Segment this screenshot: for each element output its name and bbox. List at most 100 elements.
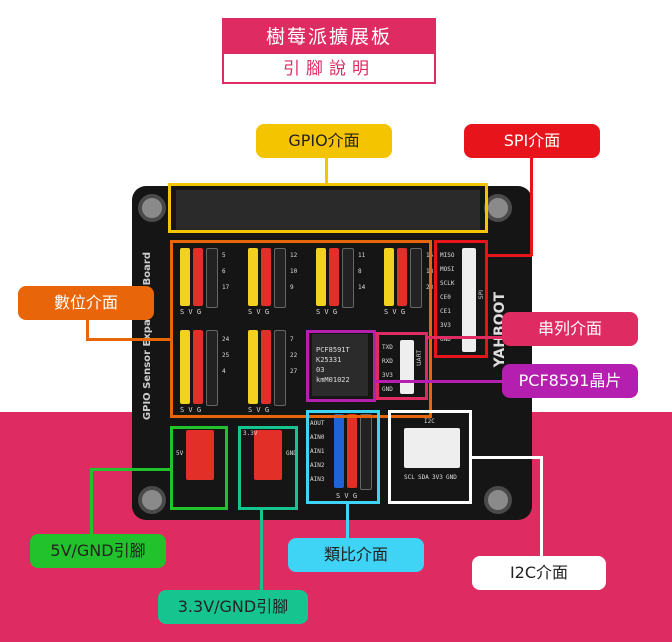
- serial-pin-label: RXD: [382, 358, 393, 365]
- pcf8591-chip-label: PCF8591晶片: [502, 364, 638, 398]
- svg-label: S V G: [248, 406, 270, 414]
- pin-number: 6: [222, 268, 226, 275]
- digital-pin-bank: [193, 330, 203, 404]
- digital-pin-bank: [206, 330, 218, 406]
- digital-pin-bank: [274, 248, 286, 308]
- digital-pin-bank: [397, 248, 407, 306]
- digital-pin-bank: [206, 248, 218, 308]
- serial-pin-label: 3V3: [382, 372, 393, 379]
- svg-label: S V G: [180, 406, 202, 414]
- digital-pin-bank: [329, 248, 339, 306]
- digital-highlight: [170, 240, 432, 418]
- 3v3-pin-bank: [254, 430, 282, 480]
- chip-text: PCF8591T: [316, 346, 350, 354]
- analog-pin-bank: [347, 414, 357, 488]
- mount-hole-icon: [484, 486, 512, 514]
- spi-interface-label: SPI介面: [464, 124, 600, 158]
- 3v3-gnd-pins-label: 3.3V/GND引腳: [158, 590, 308, 624]
- pin-number: 9: [290, 284, 294, 291]
- pcf-highlight: [306, 330, 376, 402]
- connector-line: [90, 468, 93, 536]
- digital-interface-label: 數位介面: [18, 286, 154, 320]
- page-subtitle: 引腳說明: [283, 59, 375, 79]
- i2c-interface-label: I2C介面: [472, 556, 606, 590]
- pin-number: 25: [222, 352, 230, 359]
- gpio-highlight: [168, 183, 488, 233]
- serial-pin-label: TXD: [382, 344, 393, 351]
- spi-pin-label: 3V3: [440, 322, 451, 329]
- mount-hole-icon: [138, 486, 166, 514]
- 5v-gnd-pins-label: 5V/GND引腳: [30, 534, 166, 568]
- pin-number: 11: [358, 252, 366, 259]
- i2c-highlight: [388, 410, 472, 504]
- digital-pin-bank: [248, 330, 258, 404]
- digital-pin-bank: [180, 248, 190, 306]
- board-name: GPIO Sensor Expansion Board: [142, 252, 153, 421]
- chip-text: kmM01022: [316, 376, 350, 384]
- 3v3-highlight: [238, 426, 298, 510]
- svg-label: S V G: [316, 308, 338, 316]
- pin-number: 12: [290, 252, 298, 259]
- connector-line: [86, 316, 89, 340]
- gnd-tag: GND: [286, 450, 297, 457]
- gpio-header: [176, 190, 480, 230]
- pin-number: 5: [222, 252, 226, 259]
- connector-line: [376, 380, 506, 383]
- svg-label: S V G: [248, 308, 270, 316]
- digital-pin-bank: [342, 248, 354, 308]
- connector-line: [470, 456, 542, 459]
- analog-pin-bank: [334, 414, 344, 488]
- 5v-tag: 5V: [176, 450, 184, 457]
- pin-number: 17: [222, 284, 230, 291]
- mount-hole-icon: [484, 194, 512, 222]
- digital-pin-bank: [180, 330, 190, 404]
- digital-pin-bank: [384, 248, 394, 306]
- 5v-pin-bank: [186, 430, 214, 480]
- pcf8591-chip: [312, 334, 368, 396]
- connector-line: [325, 156, 328, 184]
- analog-pin-bank: [360, 414, 372, 490]
- title-box: 樹莓派擴展板 引腳說明: [222, 18, 436, 84]
- spi-pin-label: SCLK: [440, 280, 455, 287]
- pin-number: 14: [358, 284, 366, 291]
- chip-text: K25331: [316, 356, 342, 364]
- connector-line: [260, 508, 263, 592]
- svg-label: S V G: [336, 492, 358, 500]
- spi-pin-label: MISO: [440, 252, 455, 259]
- pin-number: 22: [290, 352, 298, 359]
- spi-highlight: [434, 240, 488, 358]
- i2c-pin-label: SCL: [404, 474, 415, 481]
- svg-label: S V G: [384, 308, 406, 316]
- analog-pin-label: AOUT: [310, 420, 325, 427]
- digital-pin-bank: [261, 330, 271, 404]
- spi-pin-label: CE1: [440, 308, 451, 315]
- serial-interface-label: 串列介面: [502, 312, 638, 346]
- pin-number: 8: [358, 268, 362, 275]
- analog-pin-label: AIN1: [310, 448, 325, 455]
- gpio-interface-label: GPIO介面: [256, 124, 392, 158]
- pin-number: 24: [222, 336, 230, 343]
- i2c-tag: I2C: [424, 418, 435, 425]
- analog-pin-label: AIN0: [310, 434, 325, 441]
- digital-pin-bank: [261, 248, 271, 306]
- chip-text: 03: [316, 366, 325, 374]
- digital-pin-bank: [274, 330, 286, 406]
- pin-number: 7: [290, 336, 294, 343]
- digital-pin-bank: [410, 248, 422, 308]
- connector-line: [90, 468, 172, 471]
- i2c-pin-label: 3V3: [432, 474, 443, 481]
- spi-pin-label: MOSI: [440, 266, 455, 273]
- i2c-connector: [404, 428, 460, 468]
- connector-line: [540, 456, 543, 558]
- page-title: 樹莓派擴展板: [224, 20, 434, 54]
- mount-hole-icon: [138, 194, 166, 222]
- digital-pin-bank: [193, 248, 203, 306]
- connector-line: [86, 338, 172, 341]
- pin-number: 4: [222, 368, 226, 375]
- digital-pin-bank: [248, 248, 258, 306]
- i2c-pin-label: GND: [446, 474, 457, 481]
- pin-number: 10: [290, 268, 298, 275]
- connector-line: [488, 254, 532, 257]
- 5v-highlight: [170, 426, 228, 510]
- analog-interface-label: 類比介面: [288, 538, 424, 572]
